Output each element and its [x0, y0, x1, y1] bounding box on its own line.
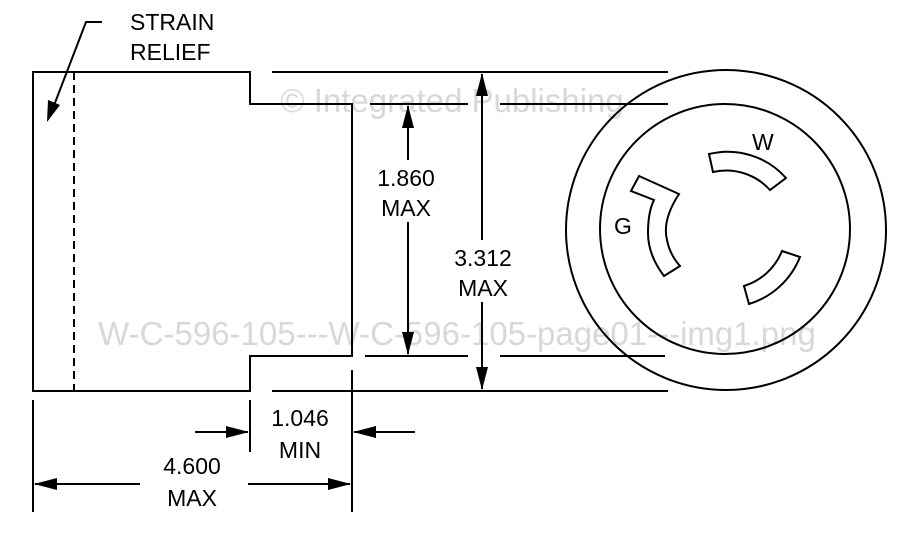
- watermark-filename: W-C-596-105---W-C-596-105-page01---img1.…: [98, 315, 816, 352]
- strain-relief-leader: [52, 21, 102, 109]
- strain-relief-label-2: RELIEF: [130, 39, 211, 65]
- dim-3312-arrow-up: [476, 73, 488, 96]
- dim-3312-qualifier: MAX: [458, 275, 508, 301]
- slot-g-label: G: [614, 213, 632, 239]
- connector-body-outline: [32, 71, 353, 392]
- dim-1046-value: 1.046: [271, 405, 329, 431]
- dim-4600-arrow-left: [34, 478, 57, 490]
- dim-4600-arrow-right: [328, 478, 351, 490]
- dim-3312-arrow-down: [476, 367, 488, 390]
- dim-1046-qualifier: MIN: [279, 437, 321, 463]
- strain-relief-arrowhead: [47, 100, 60, 122]
- dim-1046-arrow-left: [353, 426, 376, 438]
- dim-1860-value: 1.860: [377, 165, 435, 191]
- slot-g: [629, 174, 682, 278]
- dim-1046-arrow-right: [226, 426, 249, 438]
- dim-4600-qualifier: MAX: [167, 485, 217, 511]
- dim-3312-value: 3.312: [454, 245, 512, 271]
- slot-w: [707, 150, 788, 192]
- dim-1860-arrow-down: [402, 332, 414, 355]
- dim-1860-arrow-up: [402, 105, 414, 128]
- dim-1860-qualifier: MAX: [381, 195, 431, 221]
- slot-x: [742, 249, 802, 306]
- watermark-copyright: © Integrated Publishing: [280, 82, 624, 119]
- dim-4600-value: 4.600: [163, 453, 221, 479]
- receptacle-outer-circle: [565, 69, 887, 391]
- receptacle-inner-circle: [599, 103, 851, 355]
- strain-relief-label-1: STRAIN: [130, 9, 214, 35]
- slot-w-label: W: [752, 129, 774, 155]
